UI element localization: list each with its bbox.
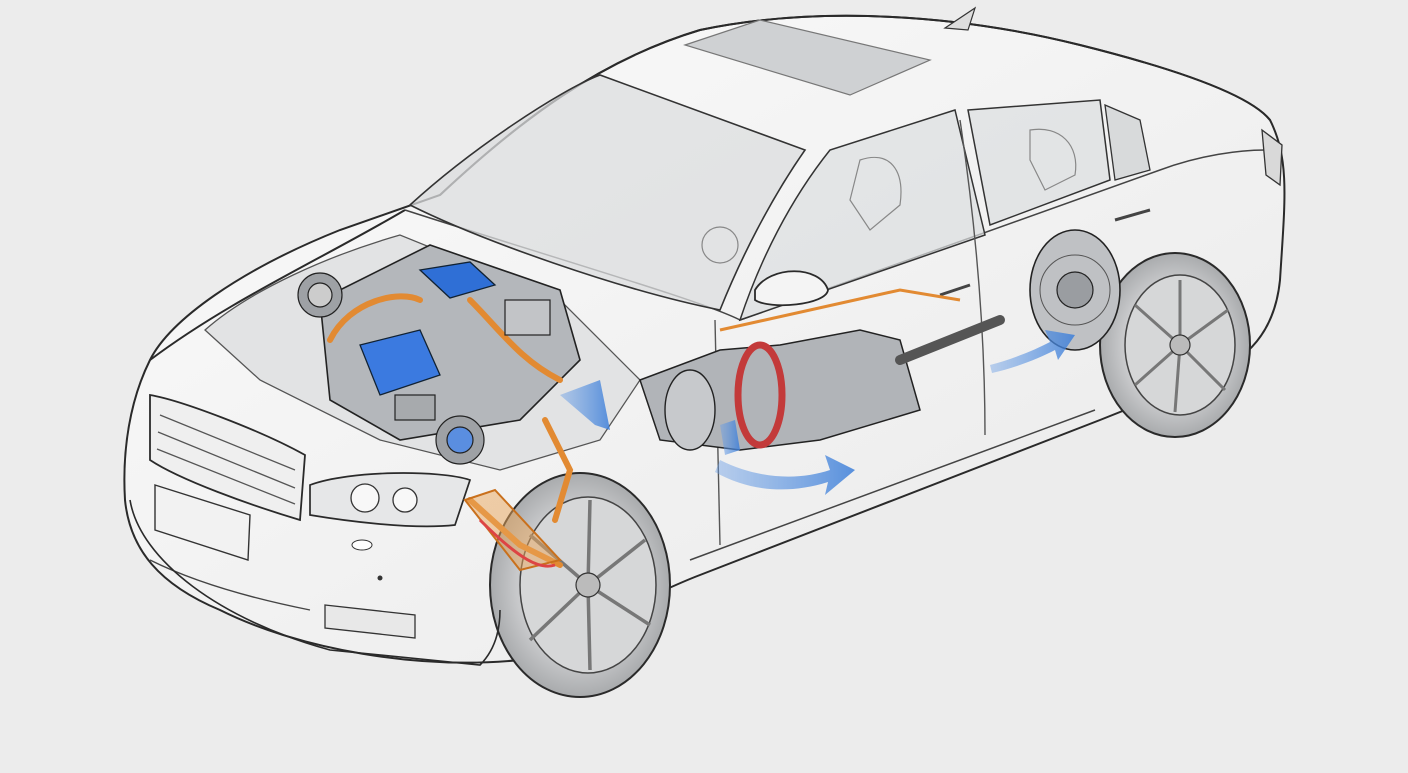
rear-wheel (1099, 252, 1251, 438)
windows (408, 74, 1151, 322)
front-fascia (149, 393, 472, 639)
sunroof (683, 19, 932, 96)
engine-blue-module (359, 329, 441, 396)
front-bumper (129, 499, 501, 666)
engine-assembly (204, 234, 641, 572)
side-mirror (754, 270, 829, 307)
power-flow-arrows (560, 330, 1075, 495)
front-wheel (489, 472, 671, 698)
taillight (1261, 128, 1283, 187)
drivetrain (639, 229, 1121, 451)
suspension-bracket (463, 488, 562, 572)
clutch-ring (734, 341, 786, 449)
antenna (943, 6, 977, 31)
valve-cover (418, 261, 497, 299)
